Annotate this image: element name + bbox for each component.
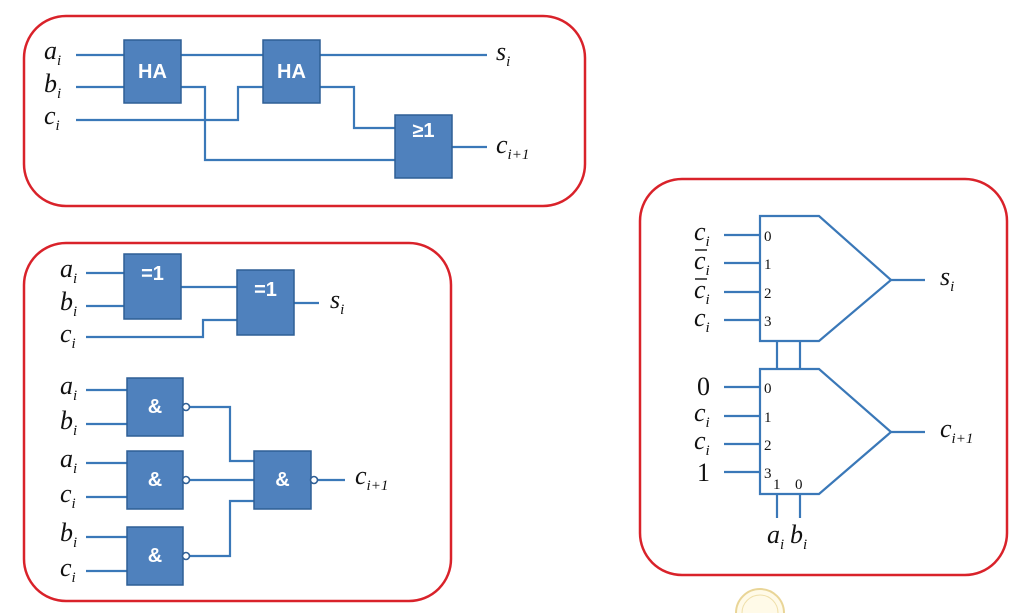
xor-input-label-c: ci	[60, 319, 76, 352]
svg-text:&: &	[148, 545, 162, 567]
mux-select-number-0: 0	[795, 477, 803, 493]
nand-output-label-carry: ci+1	[355, 461, 388, 494]
mux-top-port-3: 3	[764, 314, 772, 330]
mux-select-number-1: 1	[773, 477, 781, 493]
output-label-sum: si	[496, 37, 510, 70]
mux-top	[758, 214, 893, 343]
nand-gate-output: &	[253, 450, 319, 510]
xor-input-label-b: bi	[60, 287, 77, 320]
mux-top-input-label-3: ci	[694, 303, 710, 336]
half-adder-gate-2: HA	[262, 39, 321, 104]
input-label-b: bi	[44, 69, 61, 102]
mux-bottom-input-label-2: ci	[694, 426, 710, 459]
nand-gate-2: &	[126, 450, 191, 510]
mux-bottom-input-label-1: ci	[694, 398, 710, 431]
svg-text:ci: ci	[694, 246, 710, 279]
mux-bottom	[758, 367, 893, 496]
xor-input-label-a: ai	[60, 254, 77, 287]
output-label-carry: ci+1	[496, 130, 529, 163]
svg-text:HA: HA	[277, 61, 306, 83]
panel-gate-implementation: =1 =1 ai bi ci si & &	[22, 241, 453, 603]
nand-input-label-4: ci	[60, 479, 76, 512]
svg-text:&: &	[275, 469, 289, 491]
mux-select-label-b: bi	[790, 520, 807, 553]
mux-select-label-a: ai	[767, 520, 784, 553]
svg-text:≥1: ≥1	[412, 120, 434, 142]
mux-top-input-label-2: ci	[694, 275, 710, 308]
input-label-c: ci	[44, 101, 60, 134]
inversion-bubble	[181, 551, 191, 561]
mux-bottom-port-0: 0	[764, 381, 772, 397]
half-adder-gate-1: HA	[123, 39, 182, 104]
panel-frame	[638, 177, 1009, 577]
mux-top-input-label-0: ci	[694, 217, 710, 250]
svg-text:&: &	[148, 469, 162, 491]
xor-gate-2: =1	[236, 269, 295, 336]
nand-input-label-2: bi	[60, 406, 77, 439]
or-gate: ≥1	[394, 114, 453, 179]
mux-top-port-1: 1	[764, 257, 772, 273]
mux-top-port-2: 2	[764, 286, 772, 302]
svg-text:ci: ci	[694, 275, 710, 308]
nand-input-label-3: ai	[60, 444, 77, 477]
nand-input-label-6: ci	[60, 553, 76, 586]
mux-bottom-output-label-carry: ci+1	[940, 414, 973, 447]
mux-bottom-input-label-0: 0	[697, 372, 710, 401]
mux-bottom-port-2: 2	[764, 438, 772, 454]
inversion-bubble	[181, 402, 191, 412]
mux-bottom-port-1: 1	[764, 410, 772, 426]
input-label-a: ai	[44, 36, 61, 69]
inversion-bubble	[181, 475, 191, 485]
panel-half-adder-implementation: HA HA ≥1 ai bi ci si ci+1	[22, 14, 587, 208]
nand-input-label-1: ai	[60, 371, 77, 404]
panel-mux-implementation: 0 1 2 3 0 1 2 3 1 0 ci ci ci ci 0 ci ci …	[638, 177, 1009, 577]
panel-frame	[22, 14, 587, 208]
nand-gate-1: &	[126, 377, 191, 437]
nand-gate-3: &	[126, 526, 191, 586]
mux-bottom-input-label-3: 1	[697, 458, 710, 487]
panel-frame	[22, 241, 453, 603]
xor-output-label-sum: si	[330, 285, 344, 318]
inversion-bubble	[309, 475, 319, 485]
svg-text:=1: =1	[254, 279, 277, 301]
mux-top-output-label-sum: si	[940, 262, 954, 295]
university-seal-logo	[735, 588, 785, 613]
svg-text:&: &	[148, 396, 162, 418]
nand-input-label-5: bi	[60, 518, 77, 551]
svg-text:=1: =1	[141, 263, 164, 285]
xor-gate-1: =1	[123, 253, 182, 320]
mux-bottom-port-3: 3	[764, 466, 772, 482]
mux-top-port-0: 0	[764, 229, 772, 245]
mux-top-input-label-1: ci	[694, 246, 710, 279]
svg-text:HA: HA	[138, 61, 167, 83]
